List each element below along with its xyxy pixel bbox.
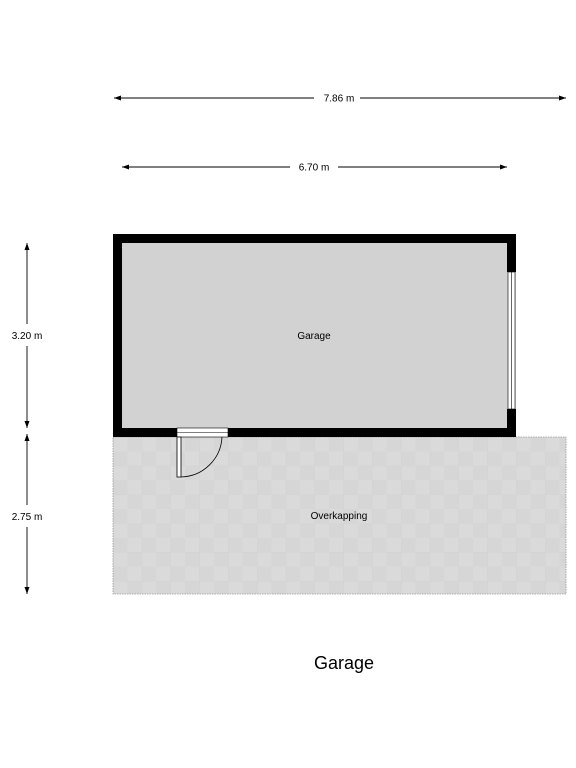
top-wall [113,234,516,243]
dimension-inner-width: 6.70 m [122,163,507,174]
outer-width-label: 7.86 m [324,94,355,105]
garage-floor [113,234,516,437]
overkapping-area [113,437,566,594]
bottom-wall-left [113,428,177,437]
plan-title: Garage [314,653,374,673]
inner-width-label: 6.70 m [299,163,330,174]
garage-room-label: Garage [297,331,331,342]
overkapping-room-label: Overkapping [311,511,368,522]
garage-door [507,271,516,410]
dimension-garage-depth: 3.20 m [12,243,43,428]
garage-depth-label: 3.20 m [12,331,43,342]
right-wall-top [507,234,516,272]
bottom-wall-right [228,428,516,437]
dimension-overkapping-depth: 2.75 m [12,434,43,594]
garage-walls [113,234,516,437]
overkapping-depth-label: 2.75 m [12,512,43,523]
side-door [176,427,229,478]
dimension-outer-width: 7.86 m [114,94,566,105]
right-wall-bottom [507,409,516,437]
left-wall [113,234,122,437]
